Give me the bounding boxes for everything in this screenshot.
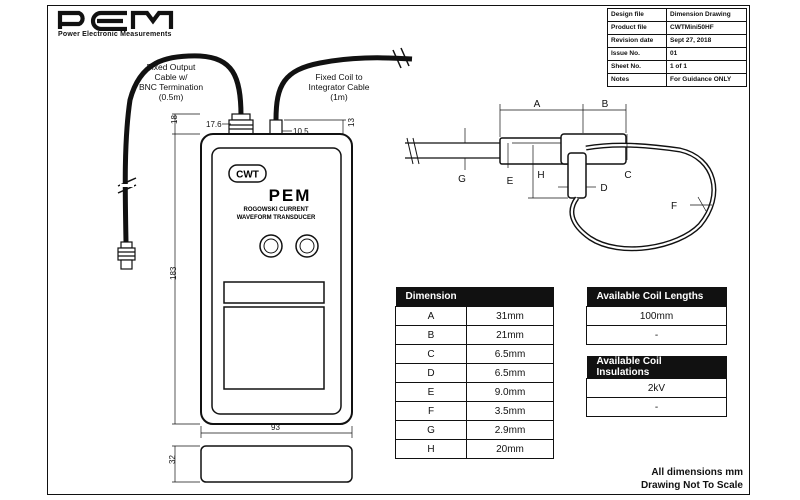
dimension-label: C	[395, 344, 467, 364]
coil-dim-b: B	[602, 99, 609, 110]
bnc-connector	[117, 241, 136, 270]
cable-break-mark	[392, 47, 410, 69]
device-line-1: ROGOWSKI CURRENT	[244, 207, 309, 213]
dim-183: 183	[169, 266, 178, 280]
table-row: 100mm	[586, 306, 727, 326]
table-row: 2kV	[586, 378, 727, 398]
drawing-notes: All dimensions mm Drawing Not To Scale	[641, 466, 743, 492]
dimension-value: 6.5mm	[466, 344, 554, 364]
coil-insulation-value: 2kV	[586, 378, 727, 398]
dimension-value: 20mm	[466, 439, 554, 459]
callout-coil-line-2: Integrator Cable	[309, 82, 370, 92]
dimension-value: 21mm	[466, 325, 554, 345]
dimension-value: 3.5mm	[466, 401, 554, 421]
output-connector	[228, 113, 254, 135]
coil-drawing	[405, 104, 717, 252]
dim-18: 18	[170, 115, 179, 124]
dimension-table-header: Dimension	[395, 287, 554, 307]
device-display	[223, 281, 325, 304]
coil-length-value: 100mm	[586, 306, 727, 326]
dim-32: 32	[168, 455, 177, 464]
coil-lengths-table: Available Coil Lengths 100mm -	[586, 287, 727, 345]
coil-dim-c: C	[624, 170, 631, 181]
device-knob	[299, 238, 315, 254]
device-knob	[263, 238, 279, 254]
drawing-border	[47, 5, 750, 495]
dimension-value: 6.5mm	[466, 363, 554, 383]
coil-insulations-table: Available Coil Insulations 2kV -	[586, 356, 727, 417]
cable-break-gap	[120, 184, 134, 187]
dimension-label: G	[395, 420, 467, 440]
dimension-label: A	[395, 306, 467, 326]
coil-loop-inner	[570, 144, 715, 250]
callout-output-line-3: BNC Termination	[139, 82, 203, 92]
coil-dim-g: G	[458, 174, 466, 185]
table-row: -	[586, 325, 727, 345]
dimension-label: E	[395, 382, 467, 402]
callout-output-line-4: (0.5m)	[159, 92, 184, 102]
coil-stem	[567, 152, 587, 199]
coil-dim-d: D	[600, 183, 607, 194]
table-row: -	[586, 397, 727, 417]
callout-output-line-1: Fixed Output	[147, 62, 196, 72]
cwt-badge-shape	[228, 164, 267, 183]
coil-cable	[273, 55, 413, 121]
device-panel	[223, 306, 325, 390]
note-units: All dimensions mm	[651, 467, 743, 478]
callout-output-line-2: Cable w/	[154, 72, 188, 82]
output-cable	[122, 53, 244, 243]
coil-lead-break	[406, 137, 420, 165]
coil-dim-h: H	[537, 170, 544, 181]
dimension-label: H	[395, 439, 467, 459]
dimension-value: 2.9mm	[466, 420, 554, 440]
dim-17-6: 17.6	[206, 120, 222, 129]
coil-dim-a: A	[534, 99, 541, 110]
dim-13: 13	[347, 118, 356, 127]
logo-subtitle: Power Electronic Measurements	[58, 31, 172, 38]
dimension-label: B	[395, 325, 467, 345]
coil-dim-f: F	[671, 201, 677, 212]
title-value: For Guidance ONLY	[666, 73, 747, 87]
coil-lengths-header: Available Coil Lengths	[586, 287, 727, 307]
dimension-value: 31mm	[466, 306, 554, 326]
cwt-badge: CWT	[236, 170, 259, 181]
dimension-label: D	[395, 363, 467, 383]
callout-coil-line-1: Fixed Coil to	[315, 72, 363, 82]
coil-lead	[405, 142, 500, 159]
device-line-2: WAVEFORM TRANSDUCER	[237, 215, 316, 221]
coil-length-value: -	[586, 325, 727, 345]
dim-10-5: 10.5	[293, 127, 309, 136]
dimension-label: F	[395, 401, 467, 421]
device-base	[200, 445, 353, 483]
pem-logo	[57, 10, 174, 31]
callout-coil-line-3: (1m)	[330, 92, 348, 102]
coil-insulation-value: -	[586, 397, 727, 417]
coil-connector	[269, 119, 283, 135]
dimension-value: 9.0mm	[466, 382, 554, 402]
dimension-lines	[172, 113, 353, 483]
dim-93: 93	[271, 423, 280, 432]
note-scale: Drawing Not To Scale	[640, 480, 743, 491]
device-brand: PEM	[269, 186, 312, 205]
coil-insulations-header: Available Coil Insulations	[586, 356, 727, 379]
coil-dim-e: E	[507, 176, 514, 187]
